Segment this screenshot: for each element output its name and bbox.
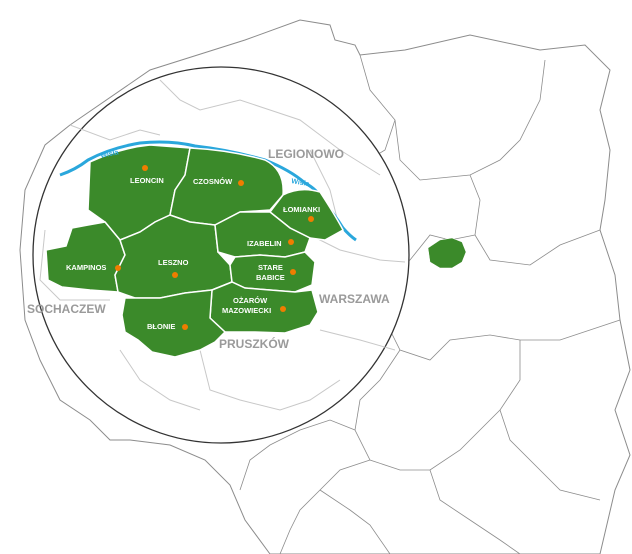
label-ozarow-1: OŻARÓW	[233, 296, 268, 305]
label-stare-1: STARE	[258, 263, 283, 272]
marker-ozarow	[280, 306, 286, 312]
label-ozarow-2: MAZOWIECKI	[222, 306, 271, 315]
marker-czosnow	[238, 180, 244, 186]
marker-leoncin	[142, 165, 148, 171]
label-izabelin: IZABELIN	[247, 239, 282, 248]
label-czosnow: CZOSNÓW	[193, 177, 233, 186]
label-kampinos: KAMPINOS	[66, 263, 106, 272]
label-lomianki: ŁOMIANKI	[283, 205, 320, 214]
label-warszawa: WARSZAWA	[319, 292, 390, 306]
label-sochaczew: SOCHACZEW	[27, 302, 106, 316]
label-stare-2: BABICE	[256, 273, 285, 282]
river-label-2: Wisła	[291, 178, 310, 188]
marker-stare-babice	[290, 269, 296, 275]
river-label-1: Wisła	[100, 149, 119, 160]
municipalities	[45, 144, 345, 358]
town-markers	[115, 165, 314, 330]
label-legionowo: LEGIONOWO	[268, 147, 344, 161]
marker-kampinos	[115, 265, 121, 271]
marker-izabelin	[288, 239, 294, 245]
label-leoncin: LEONCIN	[130, 176, 164, 185]
region-minimap	[427, 237, 467, 269]
marker-leszno	[172, 272, 178, 278]
marker-blonie	[182, 324, 188, 330]
label-leszno: LESZNO	[158, 258, 189, 267]
marker-lomianki	[308, 216, 314, 222]
municipality-blonie	[121, 289, 227, 358]
municipality-stare-babice	[229, 251, 316, 293]
municipality-lomianki	[268, 188, 345, 241]
label-pruszkow: PRUSZKÓW	[219, 336, 290, 351]
label-blonie: BŁONIE	[147, 322, 175, 331]
